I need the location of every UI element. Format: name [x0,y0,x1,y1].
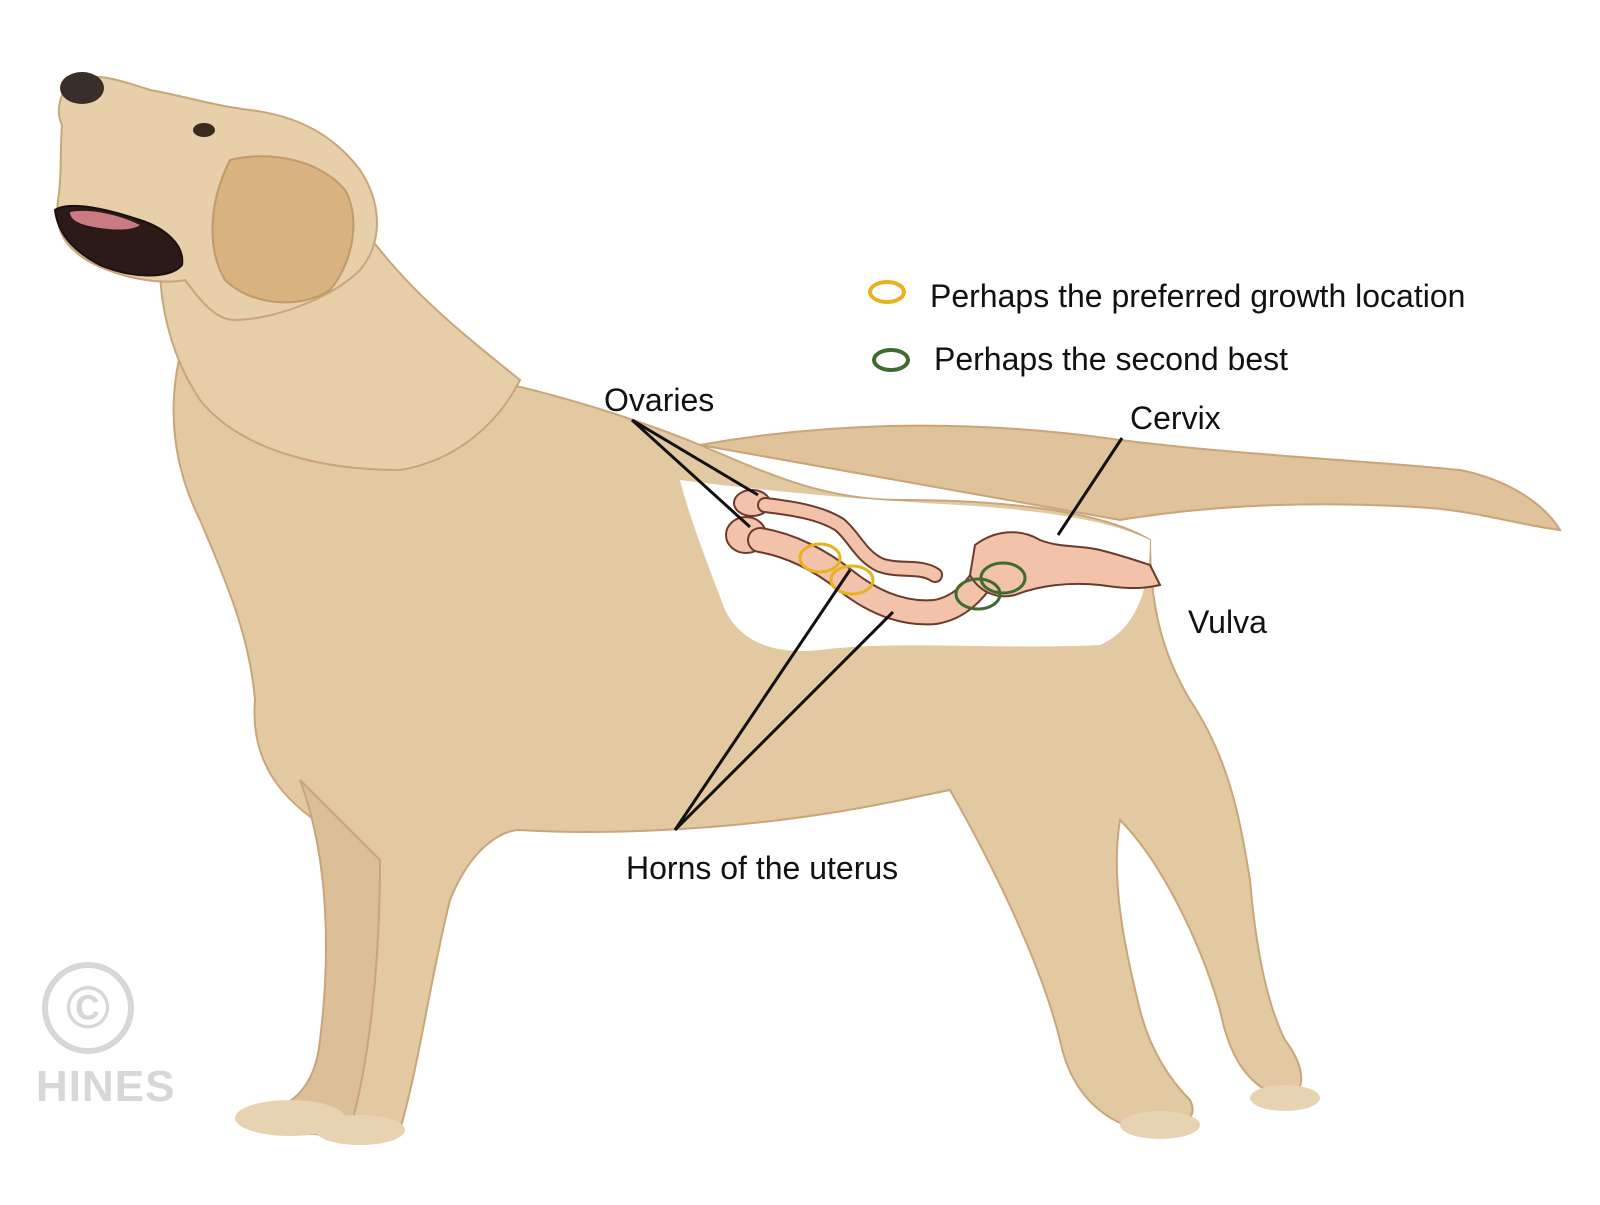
legend-item-preferred: Perhaps the preferred growth location [930,278,1466,314]
horns-leader-line [673,610,895,832]
dog-tail [699,424,1562,532]
ovaries-leader-line [630,418,752,529]
reproductive-tract [725,489,1162,626]
yellow-ring-icon [798,542,842,574]
legend-item-second-best: Perhaps the second best [934,341,1289,377]
uterine-horn-lower-fill [749,529,996,624]
cervix-leader-line [1056,437,1124,536]
dog-paw [1120,1111,1200,1139]
horns-leader-line [673,569,852,831]
copyright-icon: © [42,962,134,1054]
green-ring-icon [979,561,1027,595]
label-horns-of-uterus: Horns of the uterus [626,850,899,886]
dog-nose [60,72,104,104]
green-ring-icon [872,348,910,372]
growth-markers [798,542,1027,611]
yellow-ring-icon [829,564,875,596]
label-vulva: Vulva [1188,604,1267,640]
label-ovaries: Ovaries [604,382,715,418]
yellow-ring-icon [868,280,906,304]
ovaries-leader-line [631,418,759,497]
leader-lines [630,418,1124,832]
dog-eye [193,123,215,137]
uterine-body [968,531,1162,598]
dog-silhouette [53,72,1562,1145]
dog-ear [211,155,355,304]
label-cervix: Cervix [1130,400,1221,436]
uterine-horn-upper-fill [759,499,941,581]
watermark-text: HINES [36,1062,176,1111]
dog-tongue [70,210,140,230]
dog-paw [1250,1085,1320,1111]
dog-paw [315,1115,405,1145]
